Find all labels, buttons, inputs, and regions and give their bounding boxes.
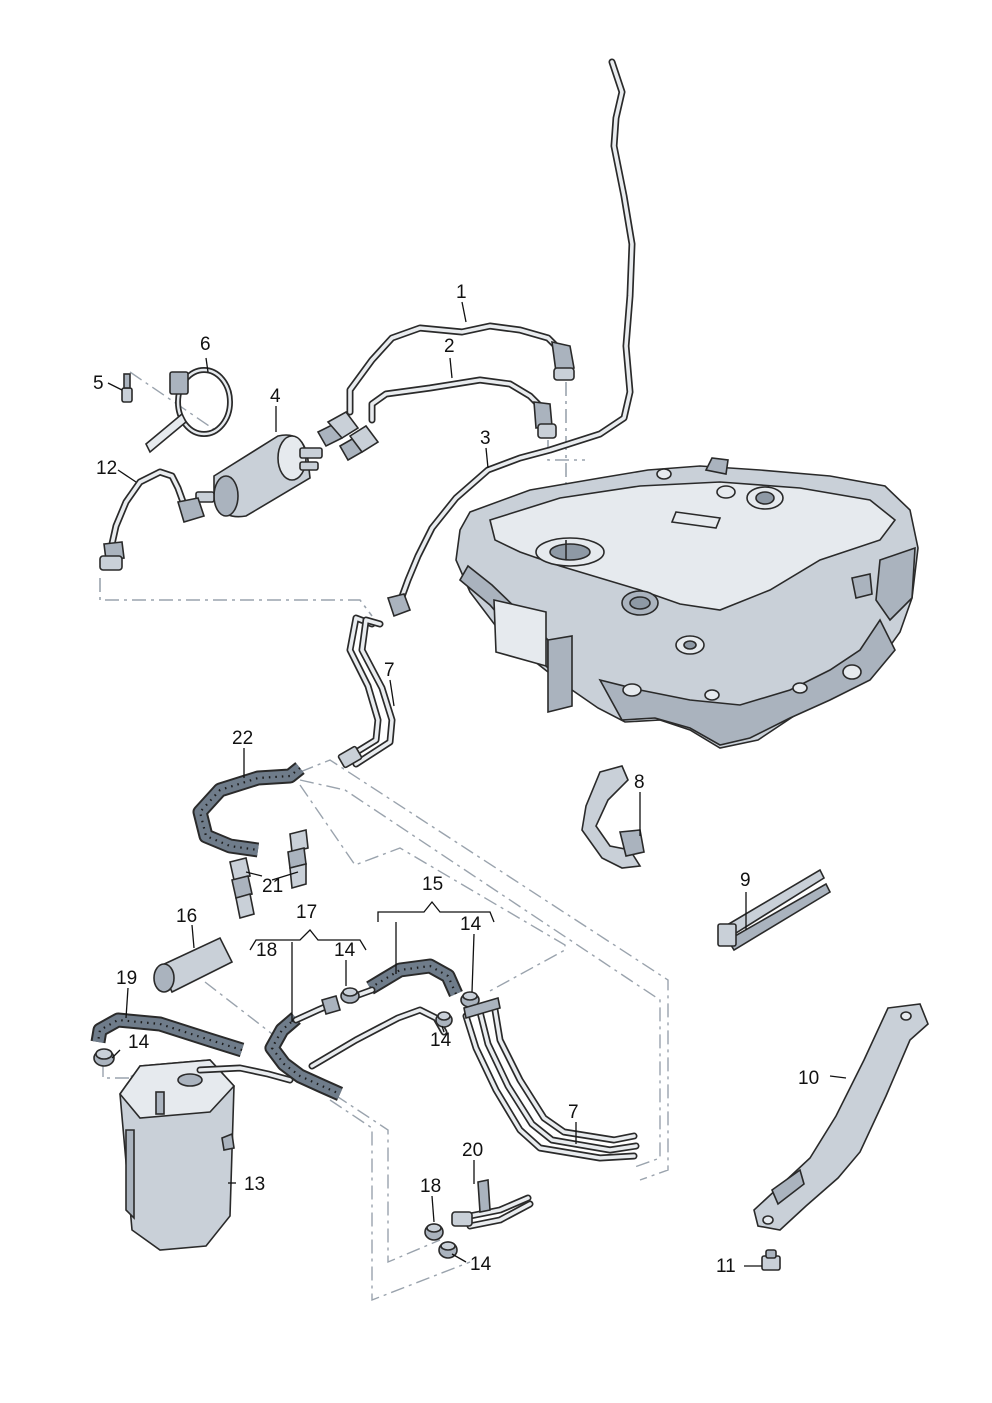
callout-20: 20 — [462, 1140, 483, 1161]
callout-9: 9 — [740, 870, 751, 891]
callout-10: 10 — [798, 1068, 819, 1089]
fuel-filter — [195, 434, 323, 518]
callout-16: 16 — [176, 906, 197, 927]
filter-connectors — [316, 410, 380, 462]
callout-2: 2 — [444, 336, 455, 357]
callout-13: 13 — [244, 1174, 265, 1195]
charcoal-canister — [118, 1059, 294, 1251]
callout-8: 8 — [634, 772, 645, 793]
nut-11 — [761, 1249, 781, 1271]
hose-clamps-14 — [340, 987, 480, 1028]
bolt — [121, 373, 133, 403]
fuel-line-12 — [99, 468, 206, 571]
filter-clamp — [145, 367, 233, 454]
hose-22 — [192, 762, 305, 858]
sleeve-16 — [153, 936, 234, 994]
callout-17: 17 — [296, 902, 317, 923]
callout-18-lower: 18 — [420, 1176, 441, 1197]
fuel-line-3 — [386, 58, 636, 618]
fuel-pipe-7-lower — [462, 996, 640, 1162]
callout-19: 19 — [116, 968, 137, 989]
callout-labels: 1 2 3 4 5 6 12 7 22 8 21 15 9 16 17 18 1… — [93, 282, 819, 1277]
callout-22: 22 — [232, 728, 253, 749]
vent-valve-20 — [424, 1179, 534, 1259]
callout-14-b: 14 — [460, 914, 482, 935]
callout-7-lower: 7 — [568, 1102, 579, 1123]
hose-19 — [90, 1012, 245, 1058]
callout-1: 1 — [456, 282, 467, 303]
hose-15 — [346, 958, 463, 1002]
fuel-line-1 — [346, 322, 575, 416]
fuel-tank — [455, 457, 919, 749]
callout-5: 5 — [93, 373, 104, 394]
callout-4: 4 — [270, 386, 281, 407]
callout-14-c: 14 — [128, 1032, 150, 1053]
group-brackets — [249, 900, 495, 951]
strap-9 — [717, 868, 832, 952]
callout-12: 12 — [96, 458, 117, 479]
clips-21 — [229, 829, 309, 920]
bracket-8 — [581, 765, 645, 869]
callout-6: 6 — [200, 334, 211, 355]
callout-21: 21 — [262, 876, 283, 897]
assembly-lines — [99, 371, 669, 1302]
leader-lines — [107, 301, 847, 1267]
heat-shield-10 — [753, 1003, 929, 1231]
callout-14-e: 14 — [470, 1254, 492, 1275]
callout-3: 3 — [480, 428, 491, 449]
callout-14-d: 14 — [430, 1030, 452, 1051]
callout-18-upper: 18 — [256, 940, 277, 961]
callout-14-a: 14 — [334, 940, 356, 961]
callout-15: 15 — [422, 874, 443, 895]
hose-clamp — [93, 1048, 115, 1067]
callout-11: 11 — [716, 1256, 736, 1277]
vent-line-17 — [292, 995, 448, 1070]
fuel-pipe-7-upper — [337, 614, 396, 769]
fuel-line-2 — [368, 376, 557, 439]
callout-7-upper: 7 — [384, 660, 395, 681]
hose-18 — [264, 1012, 344, 1101]
